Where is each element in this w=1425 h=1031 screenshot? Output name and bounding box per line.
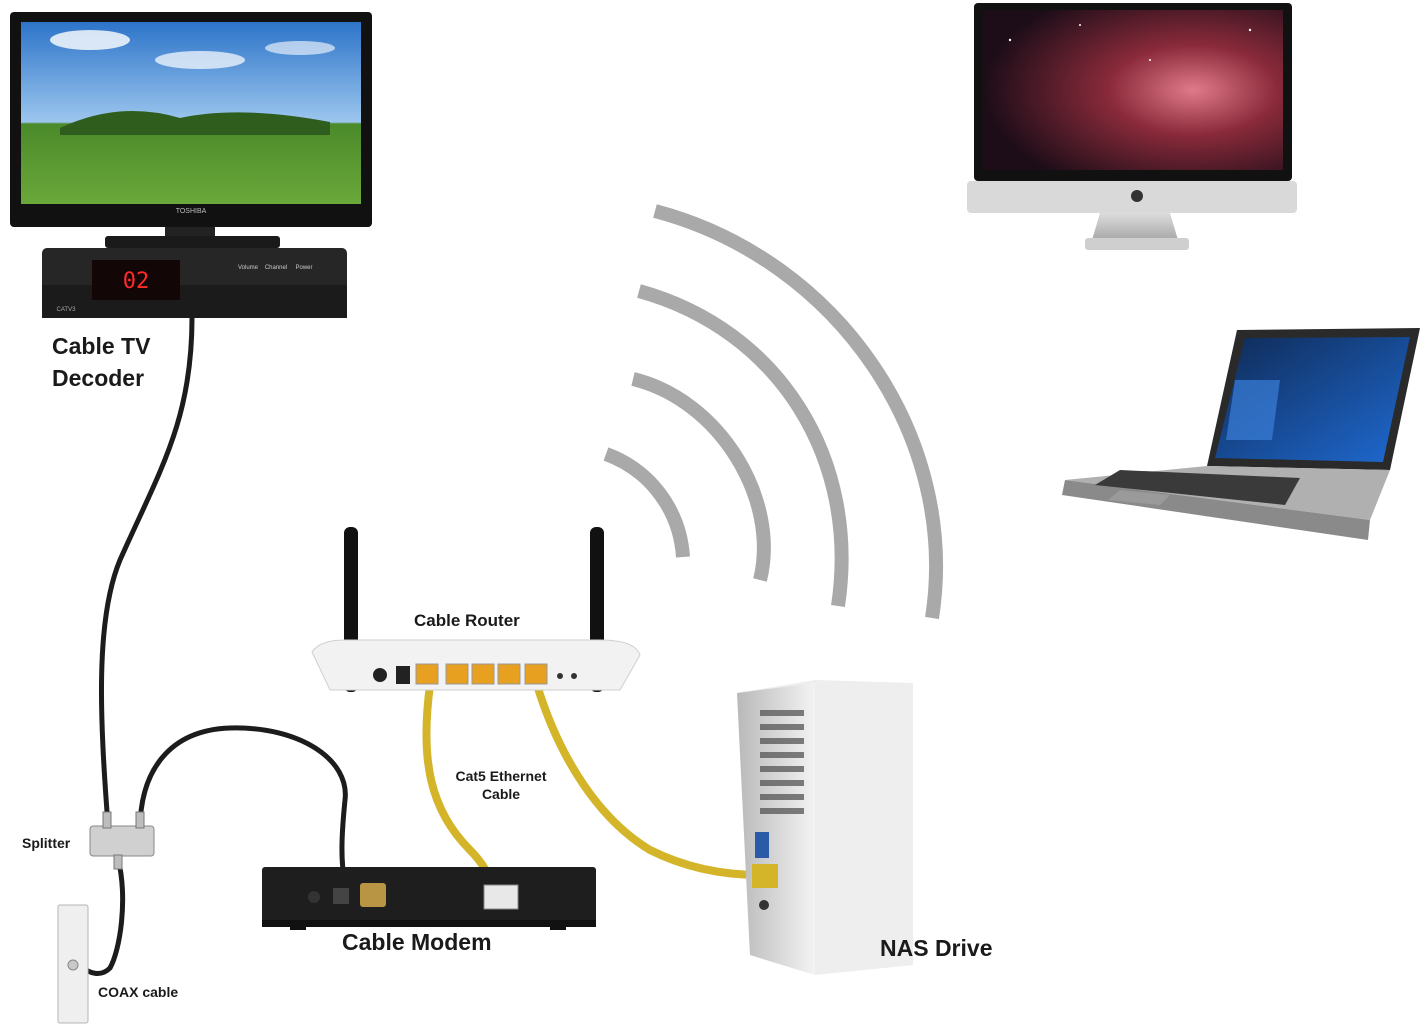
decoder-label-line1: Cable TV [52, 333, 151, 359]
decoder-display-digits: 02 [123, 269, 150, 294]
router-port-lan1 [445, 663, 469, 685]
nas-usb-port [755, 832, 769, 858]
wifi-arc-2 [631, 372, 771, 582]
decoder-button-power: Power [295, 265, 312, 271]
nas-label: NAS Drive [880, 935, 993, 961]
coax-splitter [89, 811, 155, 870]
cable-tv-decoder: 02 Volume Channel Power CATV3 [42, 248, 347, 318]
modem-label: Cable Modem [342, 929, 492, 955]
laptop-computer [1062, 328, 1420, 540]
modem-coax-port [360, 883, 386, 907]
desktop-computer [967, 3, 1297, 250]
router-port-lan2 [471, 663, 495, 685]
wifi-arc-1 [603, 447, 690, 558]
nas-drive [737, 680, 913, 975]
modem-ethernet-port [483, 884, 519, 910]
cable-router [311, 527, 641, 692]
router-power-button [373, 668, 387, 682]
tv-brand: TOSHIBA [176, 208, 207, 215]
wifi-signal [603, 204, 943, 620]
imac-screen [983, 10, 1283, 170]
ethernet-router-to-nas [533, 681, 764, 879]
ethernet-label: Cat5 Ethernet Cable [446, 767, 556, 803]
coax-decoder-to-splitter [99, 315, 195, 828]
splitter-label: Splitter [22, 835, 71, 851]
wall-outlet [57, 904, 89, 1024]
decoder-button-channel: Channel [265, 265, 287, 271]
coax-label: COAX cable [98, 984, 179, 1000]
nas-ethernet-plug [752, 864, 778, 888]
router-power-port [396, 666, 410, 684]
ethernet-label-line1: Cat5 Ethernet [455, 768, 547, 784]
router-label: Cable Router [414, 611, 520, 630]
apple-logo-icon [1131, 190, 1143, 202]
wifi-arc-4 [653, 204, 943, 620]
decoder-label-line2: Decoder [52, 365, 145, 391]
decoder-display [92, 260, 180, 300]
decoder-brand: CATV3 [57, 307, 77, 313]
wifi-arc-3 [637, 284, 849, 608]
router-port-lan4 [524, 663, 548, 685]
decoder-label: Cable TV Decoder [52, 330, 150, 394]
decoder-button-volume: Volume [238, 265, 259, 271]
coax-splitter-to-modem [137, 725, 348, 885]
ethernet-label-line2: Cable [481, 786, 521, 802]
coax-splitter-to-wall [81, 855, 126, 976]
router-port-wan [415, 663, 439, 685]
television: TOSHIBA [10, 12, 372, 248]
cable-modem [262, 867, 596, 930]
coax-cables [81, 315, 348, 976]
router-port-lan3 [497, 663, 521, 685]
